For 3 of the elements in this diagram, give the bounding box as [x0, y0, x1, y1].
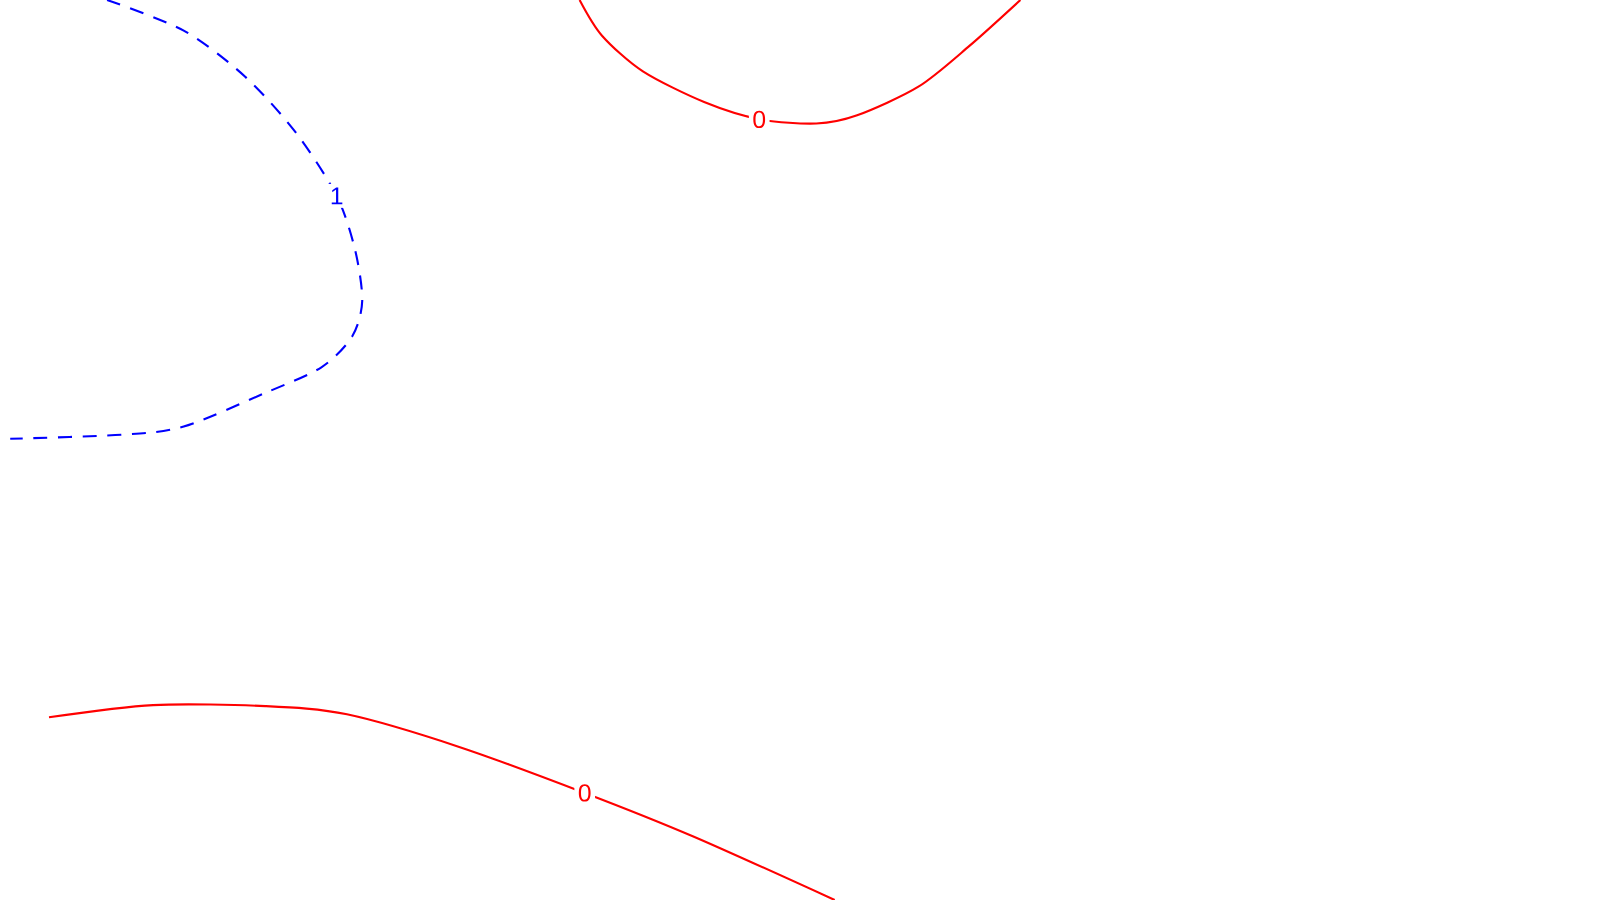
contour-label: 0 — [748, 107, 770, 132]
contour-label: 0 — [574, 780, 596, 806]
contour-label: 1 — [326, 183, 348, 208]
